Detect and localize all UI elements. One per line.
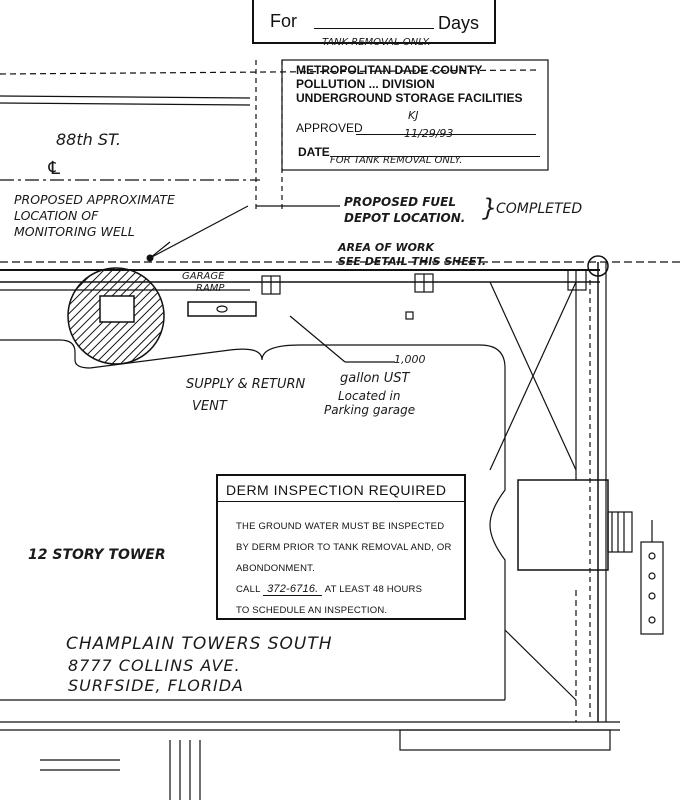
- ust-label-2: gallon UST: [340, 371, 410, 386]
- brace-symbol: }: [482, 194, 498, 222]
- garage-ramp-label-2: RAMP: [196, 283, 225, 294]
- approved-line: [356, 134, 536, 135]
- date-value: 11/29/93: [404, 127, 454, 140]
- completed-label: COMPLETED: [496, 201, 583, 217]
- stamp-for-label: For: [270, 11, 297, 31]
- monitoring-well-label-3: MONITORING WELL: [14, 224, 135, 239]
- ust-label-4: Parking garage: [324, 403, 416, 417]
- date-note: FOR TANK REMOVAL ONLY.: [330, 155, 463, 166]
- derm-inspection-box: DERM INSPECTION REQUIRED THE GROUND WATE…: [216, 474, 466, 620]
- date-label: DATE: [298, 145, 330, 159]
- removal-stamp: For Days: [252, 0, 496, 44]
- ust-label-3: Located in: [338, 389, 401, 403]
- inspection-call-line: CALL 372-6716. AT LEAST 48 HOURS: [236, 579, 464, 600]
- approved-label: APPROVED: [296, 121, 363, 135]
- ust-tank: [187, 301, 257, 317]
- address-line-2: 8777 COLLINS AVE.: [68, 656, 241, 675]
- approval-facilities: UNDERGROUND STORAGE FACILITIES: [296, 91, 523, 105]
- area-of-work-label-2: SEE DETAIL THIS SHEET.: [338, 255, 487, 268]
- fuel-depot-label-2: DEPOT LOCATION.: [344, 211, 466, 225]
- inspection-line-5: TO SCHEDULE AN INSPECTION.: [236, 605, 388, 616]
- call-label: CALL: [236, 584, 261, 595]
- fuel-depot-label-1: PROPOSED FUEL: [344, 195, 456, 209]
- approved-initials: KJ: [408, 109, 419, 122]
- phone-number: 372-6716.: [263, 583, 323, 596]
- approval-agency: METROPOLITAN DADE COUNTY: [296, 63, 483, 77]
- approval-division: POLLUTION ... DIVISION: [296, 77, 435, 91]
- vent-label-2: VENT: [192, 399, 227, 414]
- address-line-3: SURFSIDE, FLORIDA: [68, 676, 244, 695]
- vent-label-1: SUPPLY & RETURN: [186, 377, 306, 392]
- inspection-line-3: ABONDONMENT.: [236, 563, 315, 574]
- centerline-symbol: ℄: [46, 158, 63, 179]
- derm-inspection-body: THE GROUND WATER MUST BE INSPECTED BY DE…: [218, 502, 464, 621]
- area-of-work-label-1: AREA OF WORK: [338, 241, 435, 254]
- tank-removal-note: TANK REMOVAL ONLY.: [322, 37, 431, 48]
- tower-label: 12 STORY TOWER: [28, 547, 166, 563]
- monitoring-well-label-1: PROPOSED APPROXIMATE: [14, 192, 175, 207]
- hours-text: AT LEAST 48 HOURS: [324, 584, 423, 595]
- address-line-1: CHAMPLAIN TOWERS SOUTH: [66, 634, 333, 654]
- stamp-blank-line: [314, 28, 434, 29]
- inspection-line-1: THE GROUND WATER MUST BE INSPECTED: [236, 521, 445, 532]
- inspection-line-2: BY DERM PRIOR TO TANK REMOVAL AND, OR: [236, 542, 452, 553]
- ust-label-1: 1,000: [394, 353, 426, 366]
- date-line: [330, 156, 540, 157]
- garage-ramp-label-1: GARAGE: [182, 271, 225, 282]
- derm-inspection-title: DERM INSPECTION REQUIRED: [218, 476, 464, 502]
- street-label: 88th ST.: [56, 130, 121, 149]
- monitoring-well-label-2: LOCATION OF: [14, 208, 99, 223]
- street-line: [0, 69, 541, 75]
- stamp-days-label: Days: [438, 13, 480, 33]
